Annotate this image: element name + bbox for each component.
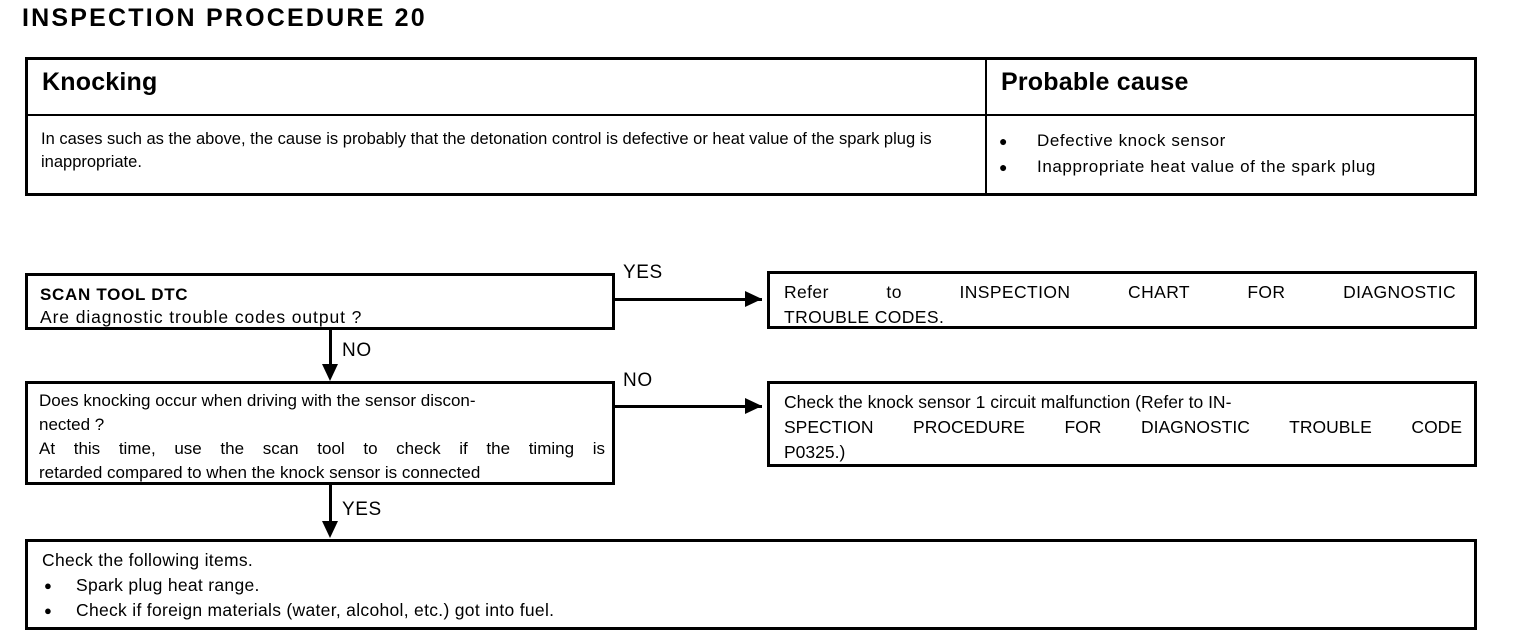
flow-box-refer-chart-text: Refer to INSPECTION CHART FOR DIAGNOSTIC… [784, 280, 1456, 330]
table-cell-symptom-description: In cases such as the above, the cause is… [28, 116, 987, 193]
knock-question-line-4: retarded compared to when the knock sens… [39, 463, 481, 482]
symptom-description-text: In cases such as the above, the cause is… [41, 130, 932, 171]
probable-cause-text: Inappropriate heat value of the spark pl… [1037, 157, 1376, 176]
scan-tool-question: Are diagnostic trouble codes output ? [40, 307, 363, 327]
branch-label-yes-scan: YES [623, 262, 663, 283]
knock-circuit-line-3: P0325.) [784, 442, 846, 462]
flow-box-knock-circuit: Check the knock sensor 1 circuit malfunc… [767, 381, 1477, 467]
flow-box-scan-tool-text: SCAN TOOL DTC Are diagnostic trouble cod… [40, 284, 362, 329]
arrow-yes-to-refer-chart [745, 291, 762, 307]
check-items-list: ● Spark plug heat range. ● Check if fore… [42, 573, 1442, 623]
flow-box-knock-question-text: Does knocking occur when driving with th… [39, 389, 605, 485]
knock-question-line-2: nected ? [39, 415, 105, 434]
connector-knock-yes-vertical [329, 485, 332, 523]
flow-box-knock-question: Does knocking occur when driving with th… [25, 381, 615, 485]
symptom-table: Knocking Probable cause In cases such as… [25, 57, 1477, 196]
probable-cause-text: Defective knock sensor [1037, 131, 1226, 150]
check-item-text: Check if foreign materials (water, alcoh… [76, 600, 555, 620]
scan-tool-title: SCAN TOOL DTC [40, 285, 189, 304]
list-item: ● Inappropriate heat value of the spark … [999, 154, 1376, 180]
knock-question-line-3: At this time, use the scan tool to check… [39, 439, 605, 458]
knock-circuit-line-2: SPECTION PROCEDURE FOR DIAGNOSTIC TROUBL… [784, 417, 1462, 437]
table-header-row: Knocking Probable cause [28, 60, 1474, 116]
connector-yes-horizontal [612, 298, 762, 301]
flow-box-scan-tool-dtc: SCAN TOOL DTC Are diagnostic trouble cod… [25, 273, 615, 330]
knock-circuit-line-1: Check the knock sensor 1 circuit malfunc… [784, 392, 1232, 412]
connector-knock-no-vertical-stub [612, 381, 615, 485]
flow-box-check-items-text: Check the following items. ● Spark plug … [42, 548, 1442, 623]
list-item: ● Spark plug heat range. [42, 573, 1442, 598]
arrow-yes-to-check-items [322, 521, 338, 538]
branch-label-no-knock: NO [623, 370, 653, 391]
connector-knock-no-horizontal [612, 405, 762, 408]
list-item: ● Defective knock sensor [999, 128, 1376, 154]
table-header-cell-symptom: Knocking [28, 60, 987, 114]
header-label-probable-cause: Probable cause [1001, 68, 1189, 96]
branch-label-yes-knock: YES [342, 499, 382, 520]
connector-no-vertical [329, 330, 332, 368]
refer-chart-line-1: Refer to INSPECTION CHART FOR DIAGNOSTIC [784, 282, 1456, 302]
table-header-cell-probable-cause: Probable cause [987, 60, 1474, 114]
arrow-no-to-knock-question [322, 364, 338, 381]
probable-cause-list: ● Defective knock sensor ● Inappropriate… [999, 128, 1376, 180]
bullet-icon: ● [44, 603, 53, 618]
table-body-row: In cases such as the above, the cause is… [28, 116, 1474, 193]
bullet-icon: ● [44, 578, 53, 593]
knock-question-line-1: Does knocking occur when driving with th… [39, 391, 476, 410]
check-item-text: Spark plug heat range. [76, 575, 260, 595]
list-item: ● Check if foreign materials (water, alc… [42, 598, 1442, 623]
bullet-icon: ● [999, 159, 1009, 175]
refer-chart-line-2: TROUBLE CODES. [784, 307, 945, 327]
table-cell-probable-causes: ● Defective knock sensor ● Inappropriate… [987, 116, 1474, 193]
flow-box-check-items: Check the following items. ● Spark plug … [25, 539, 1477, 630]
flow-box-refer-chart: Refer to INSPECTION CHART FOR DIAGNOSTIC… [767, 271, 1477, 329]
flow-box-knock-circuit-text: Check the knock sensor 1 circuit malfunc… [784, 390, 1462, 465]
branch-label-no-scan: NO [342, 340, 372, 361]
connector-yes-vertical-stub [612, 273, 615, 330]
check-items-heading: Check the following items. [42, 550, 254, 570]
bullet-icon: ● [999, 133, 1009, 149]
arrow-no-to-knock-circuit [745, 398, 762, 414]
header-label-knocking: Knocking [42, 68, 158, 96]
page-title: INSPECTION PROCEDURE 20 [22, 4, 427, 32]
